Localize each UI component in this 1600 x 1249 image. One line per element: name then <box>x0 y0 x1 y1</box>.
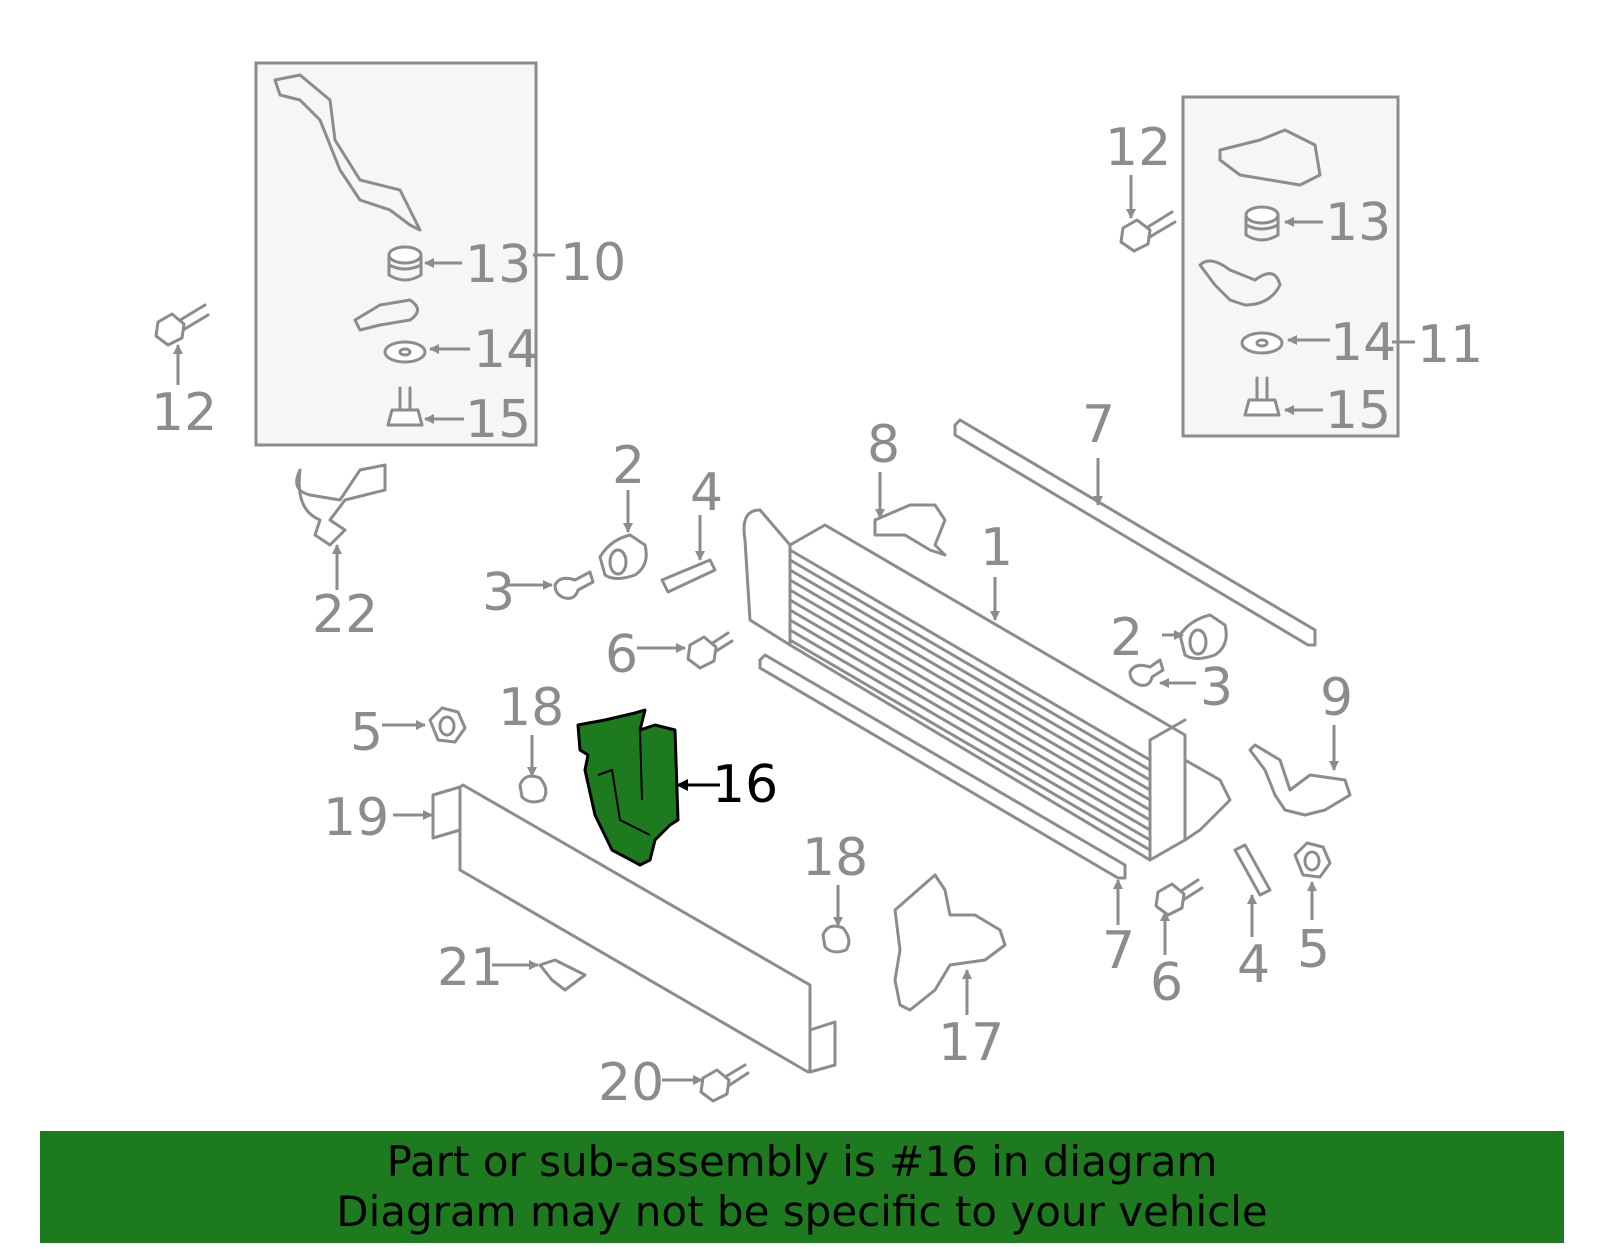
callout-20: 20 <box>598 1053 664 1113</box>
shield-17-part <box>893 873 1007 1012</box>
insulator-2-right-part <box>1178 613 1228 660</box>
bolt-3-right-part <box>1128 658 1165 687</box>
callout-8: 8 <box>867 415 900 475</box>
callout-16: 16 <box>712 755 778 815</box>
push-pin-18-lower-part <box>821 924 851 954</box>
callout-13-left: 13 <box>465 235 531 295</box>
disclaimer-banner: Part or sub-assembly is #16 in diagram D… <box>40 1131 1564 1243</box>
air-guide-16-part <box>576 708 680 867</box>
insulator-2-left-part <box>598 533 648 580</box>
bolt-12-left-part <box>154 303 210 347</box>
callout-1: 1 <box>980 518 1013 578</box>
right-bracket-part <box>1218 128 1322 187</box>
bolt-20-part <box>699 1063 750 1103</box>
callout-12-right: 12 <box>1105 118 1171 178</box>
harness-22-part <box>295 463 387 547</box>
bracket-8-part <box>873 503 947 557</box>
callout-22: 22 <box>312 585 378 645</box>
callout-11: 11 <box>1417 315 1483 375</box>
left-washer-part <box>383 340 427 364</box>
callout-12-left: 12 <box>151 383 217 443</box>
right-insulator-part <box>1244 205 1280 242</box>
callout-7-upper: 7 <box>1082 395 1115 455</box>
seal-7-upper-part <box>953 418 1317 647</box>
deflector-19-part <box>458 783 812 1074</box>
callout-15-right: 15 <box>1325 381 1391 441</box>
right-washer-part <box>1240 331 1284 355</box>
callout-7-lower: 7 <box>1102 921 1135 981</box>
left-clip-part <box>353 298 419 332</box>
callout-4-upper: 4 <box>690 463 723 523</box>
right-clip-part <box>1198 259 1282 307</box>
callout-2-right: 2 <box>1110 608 1143 668</box>
disclaimer-line-2: Diagram may not be specific to your vehi… <box>336 1187 1268 1236</box>
cooler-core-part <box>742 508 1232 862</box>
clip-21-part <box>538 958 587 992</box>
bolt-6-lower-part <box>1154 878 1204 917</box>
callout-21: 21 <box>437 938 503 998</box>
callout-18-upper: 18 <box>498 678 564 738</box>
callout-6-lower: 6 <box>1150 953 1183 1013</box>
bolt-6-upper-part <box>686 631 734 670</box>
callout-4-lower: 4 <box>1237 935 1270 995</box>
callout-19: 19 <box>323 788 389 848</box>
callout-17: 17 <box>938 1013 1004 1073</box>
callout-3-left: 3 <box>482 563 515 623</box>
callout-3-right: 3 <box>1200 658 1233 718</box>
callout-14-right: 14 <box>1330 313 1396 373</box>
nut-5-left-part <box>428 706 467 744</box>
right-bolt-part <box>1243 376 1281 417</box>
callout-6-upper: 6 <box>605 625 638 685</box>
left-bolt-part <box>386 386 424 427</box>
callout-2-left: 2 <box>612 436 645 496</box>
bolt-3-left-part <box>553 570 595 600</box>
callout-18-lower: 18 <box>802 828 868 888</box>
callout-10: 10 <box>560 233 626 293</box>
callout-13-right: 13 <box>1325 193 1391 253</box>
stud-4-right-part <box>1233 843 1272 897</box>
left-bracket-part <box>273 73 422 232</box>
callout-14-left: 14 <box>473 320 539 380</box>
bolt-12-right-part <box>1119 210 1177 253</box>
stud-4-left-part <box>660 558 717 594</box>
bracket-9-part <box>1248 743 1352 817</box>
callout-15-left: 15 <box>465 390 531 450</box>
callout-9: 9 <box>1320 668 1353 728</box>
callout-5-left: 5 <box>350 703 383 763</box>
callout-5-right: 5 <box>1297 920 1330 980</box>
push-pin-18-upper-part <box>518 774 548 804</box>
left-insulator-part <box>387 245 423 282</box>
nut-5-right-part <box>1293 841 1332 879</box>
seal-7-lower-part <box>758 653 1127 880</box>
disclaimer-line-1: Part or sub-assembly is #16 in diagram <box>386 1137 1218 1186</box>
